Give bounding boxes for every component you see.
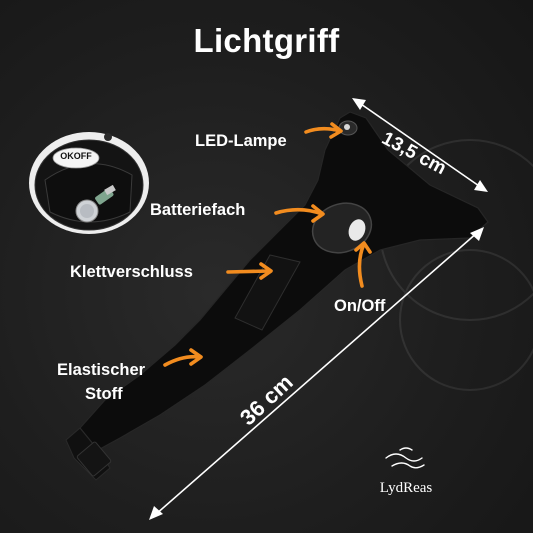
length-dimension-line <box>149 227 484 520</box>
brand-logo-mark <box>385 447 425 469</box>
elastic-arrow <box>163 348 203 367</box>
label-battery-compartment: Batteriefach <box>150 201 246 219</box>
label-led-lamp: LED-Lampe <box>195 132 287 150</box>
battery-compartment-inset <box>29 132 149 234</box>
velcro-arrow <box>226 262 273 280</box>
strap-tail-patch <box>76 441 112 477</box>
label-elastic-line1: Elastischer <box>57 361 146 379</box>
velcro-patch <box>234 254 301 331</box>
led-arrow <box>304 122 343 139</box>
switch-arrow <box>354 241 372 288</box>
label-elastic-line2: Stoff <box>85 385 123 403</box>
battery-arrow <box>274 204 325 223</box>
width-dimension-line <box>352 98 488 192</box>
brand-name: LydReas <box>379 480 433 496</box>
inset-switch-label: OKOFF <box>60 151 92 161</box>
label-on-off: On/Off <box>334 297 386 315</box>
label-velcro: Klettverschluss <box>70 263 193 281</box>
callout-arrows <box>163 122 372 367</box>
on-off-button <box>348 219 366 241</box>
page-title: Lichtgriff <box>193 22 340 59</box>
led-lens <box>344 124 350 130</box>
